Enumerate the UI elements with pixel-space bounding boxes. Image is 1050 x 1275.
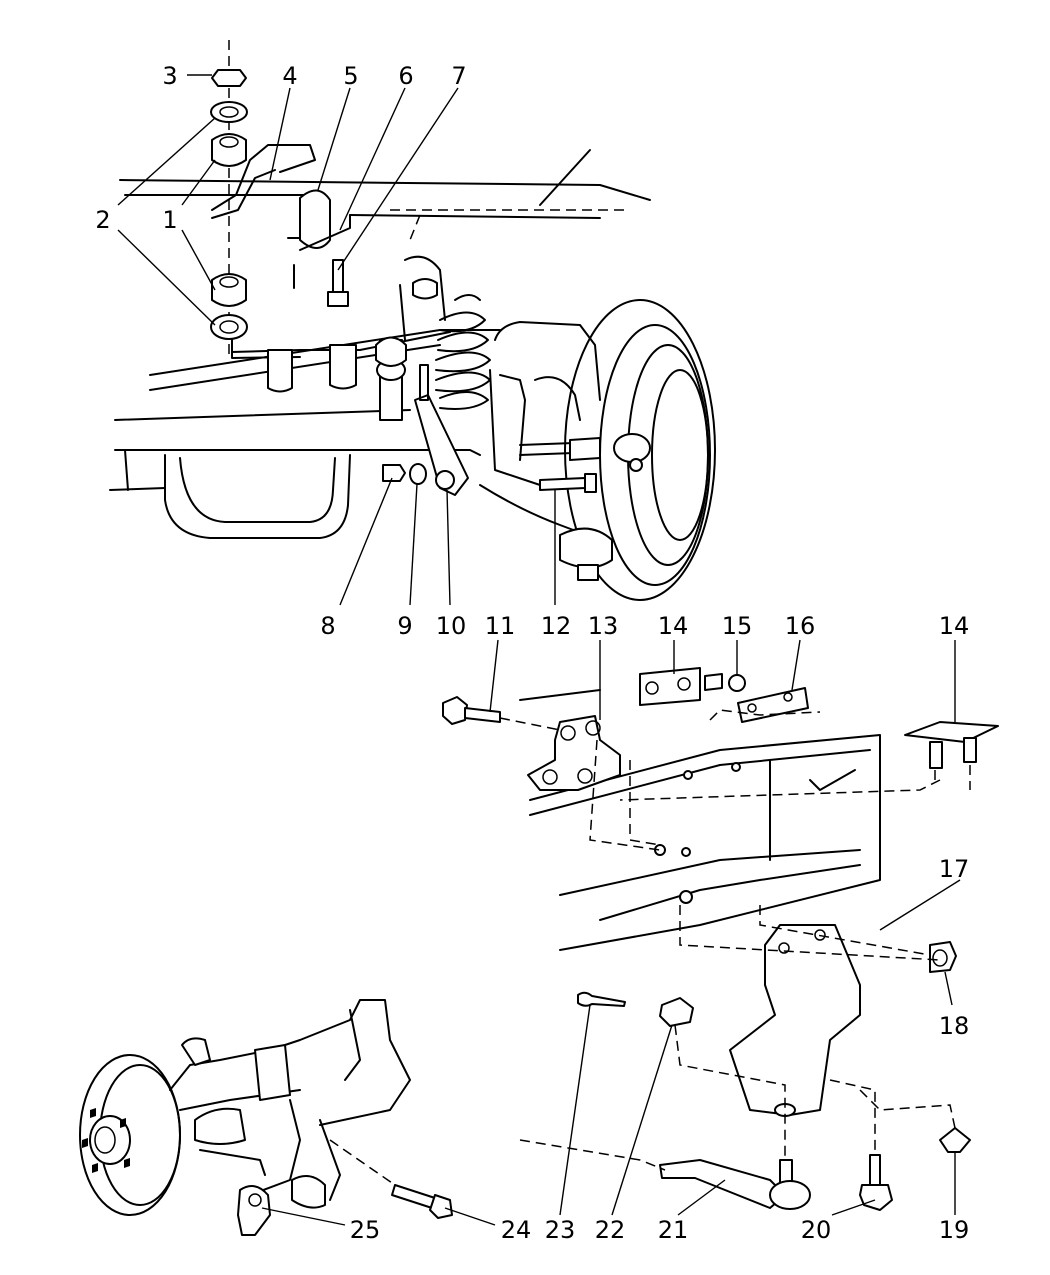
callout-22: 22 <box>595 1216 626 1244</box>
callout-6: 6 <box>398 62 413 90</box>
callout-3: 3 <box>162 62 177 90</box>
leader-lines <box>117 74 961 1226</box>
callout-25: 25 <box>350 1216 381 1244</box>
callout-2a: 2 <box>95 206 110 234</box>
callout-19: 19 <box>939 1216 970 1244</box>
callout-16: 16 <box>785 612 816 640</box>
callout-14b: 14 <box>939 612 970 640</box>
callout-17: 17 <box>939 855 970 883</box>
callout-1a: 1 <box>162 206 177 234</box>
callout-8: 8 <box>320 612 335 640</box>
steering-bracket-assembly <box>442 667 999 1211</box>
callout-13: 13 <box>588 612 619 640</box>
callout-5: 5 <box>343 62 358 90</box>
callout-9: 9 <box>397 612 412 640</box>
callout-18: 18 <box>939 1012 970 1040</box>
callout-23: 23 <box>545 1216 576 1244</box>
callout-12: 12 <box>541 612 572 640</box>
callout-24: 24 <box>501 1216 532 1244</box>
callout-20: 20 <box>801 1216 832 1244</box>
callout-7: 7 <box>451 62 466 90</box>
stabilizer-bar-assembly <box>109 40 716 601</box>
callout-15: 15 <box>722 612 753 640</box>
callout-11: 11 <box>485 612 516 640</box>
callout-14a: 14 <box>658 612 689 640</box>
hub-knuckle-assembly <box>79 999 453 1236</box>
callout-4: 4 <box>282 62 297 90</box>
callout-labels: 3 4 5 6 7 2 1 2 1 8 9 10 12 11 13 14 15 … <box>95 62 969 1244</box>
callout-10: 10 <box>436 612 467 640</box>
callout-21: 21 <box>658 1216 689 1244</box>
